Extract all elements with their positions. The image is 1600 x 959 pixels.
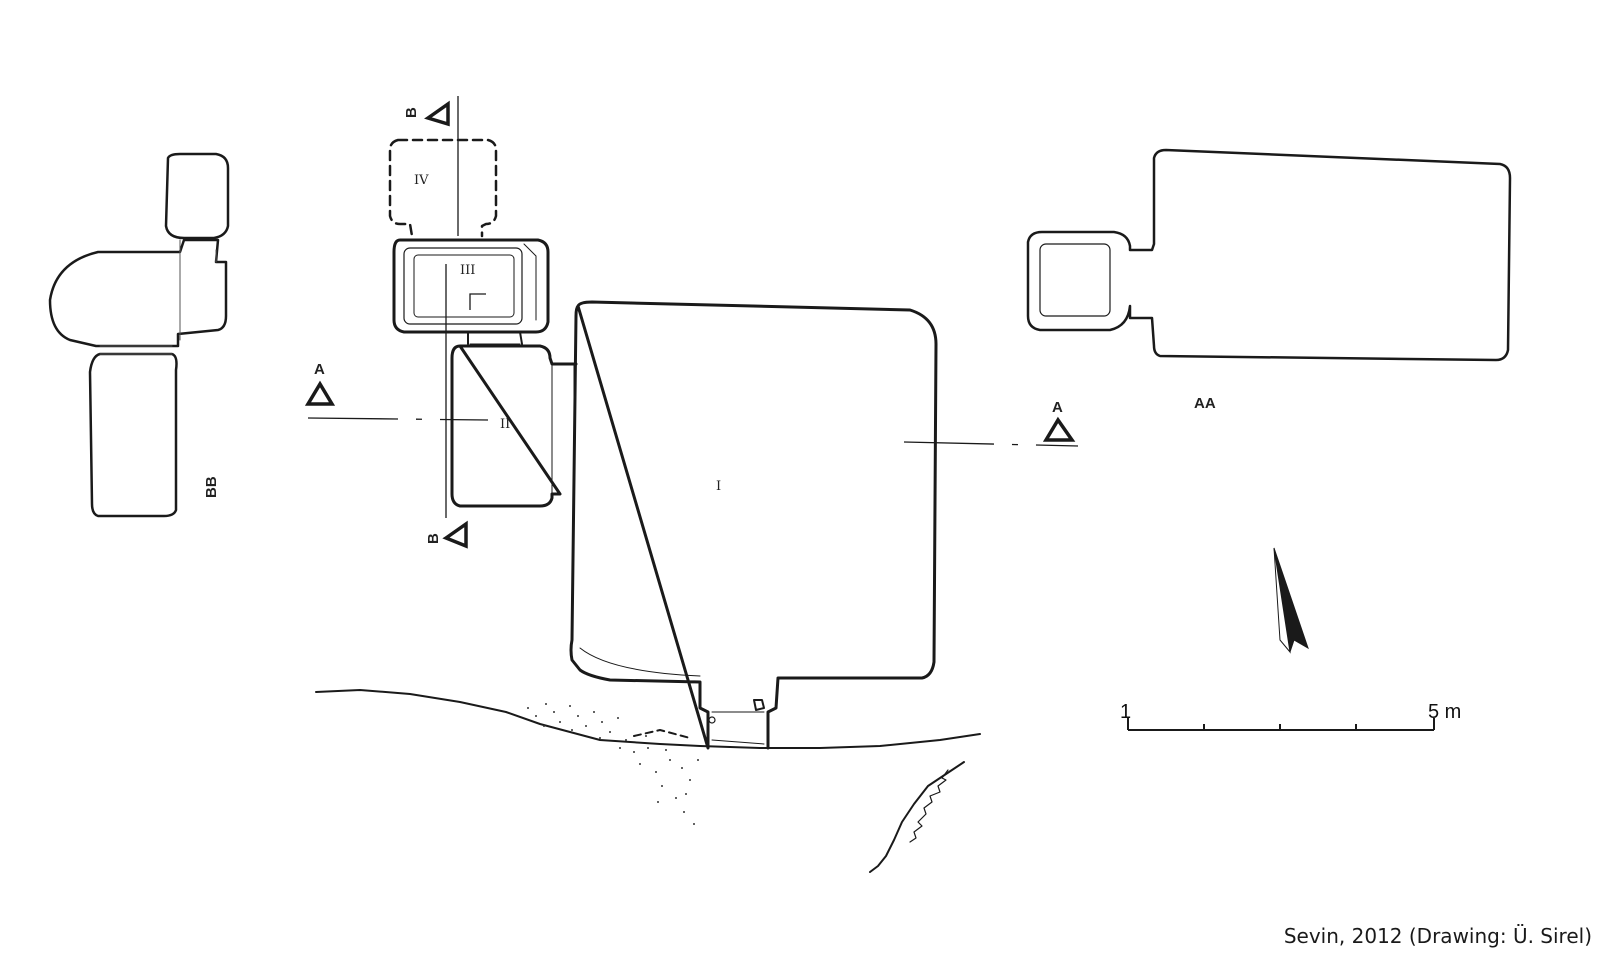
- room-ii-outline: [450, 344, 578, 508]
- section-aa-label: AA: [1194, 395, 1216, 412]
- scale-bar: [1127, 718, 1435, 731]
- north-arrow-icon: [1273, 547, 1309, 654]
- section-bb-middle-chamber: [48, 238, 228, 348]
- room-i-outline: [569, 300, 938, 750]
- section-a-label-right: A: [1052, 399, 1063, 416]
- room-i-label: I: [716, 479, 721, 494]
- section-bb-lower-chamber: [88, 352, 178, 518]
- debris-stipple: [527, 703, 699, 825]
- section-bb-upper-chamber: [164, 152, 230, 240]
- room-iv-label: IV: [414, 173, 429, 188]
- section-line-b: [445, 96, 459, 518]
- section-bb-drawing: [48, 152, 230, 518]
- section-marker-a-right: [1042, 416, 1076, 442]
- room-iii-outline: [392, 238, 550, 334]
- terrain-line: [315, 689, 981, 749]
- room-ii-label: II: [500, 417, 510, 432]
- section-marker-b-bottom: [442, 520, 468, 549]
- scale-start-label: 1: [1120, 701, 1131, 723]
- section-bb-label: BB: [203, 476, 220, 498]
- section-a-label-left: A: [314, 361, 325, 378]
- section-aa-drawing: [1026, 148, 1512, 362]
- rock-edge: [869, 761, 965, 873]
- room-iv-outline: [388, 138, 498, 238]
- room-iii-label: III: [460, 263, 475, 278]
- section-line-a: [307, 417, 1079, 447]
- scale-end-label: 5 m: [1428, 701, 1461, 723]
- section-b-label-top: B: [403, 107, 420, 118]
- room-iii-inner-frame: [403, 247, 523, 325]
- figure-credit: Sevin, 2012 (Drawing: Ü. Sirel): [1283, 924, 1592, 948]
- section-marker-b-top: [424, 100, 450, 127]
- section-marker-a-left: [304, 380, 336, 406]
- section-b-label-bottom: B: [425, 533, 442, 544]
